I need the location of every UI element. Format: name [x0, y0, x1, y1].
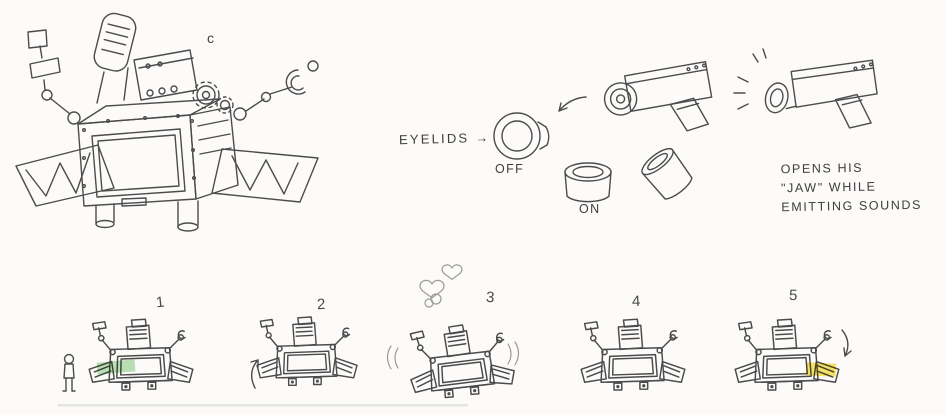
on-label: ON	[579, 202, 601, 216]
frame-number-4: 4	[631, 292, 641, 311]
eyelid-ring-on-upright	[564, 162, 612, 203]
frame-number-2: 2	[316, 295, 326, 314]
base-right-wing	[211, 148, 319, 203]
green-highlight	[96, 359, 136, 375]
frame-number-5: 5	[788, 286, 798, 305]
jaw-note: OPENS HIS "JAW" WHILE EMITTING SOUNDS	[781, 158, 923, 217]
camera-body	[623, 60, 713, 113]
jaw-note-line-3: EMITTING SOUNDS	[781, 197, 923, 215]
down-arrow	[841, 329, 852, 357]
heart-doodles	[419, 264, 463, 308]
storyboard-frame-2	[250, 316, 358, 389]
rivets	[81, 113, 196, 188]
jaw-camera-sketch	[733, 48, 878, 129]
sound-emission-lines	[733, 48, 767, 110]
eyelids-detail-sketch	[493, 96, 693, 203]
eyelids-label: EYELIDS →	[398, 129, 491, 148]
curved-arrow	[558, 96, 587, 112]
jaw-note-line-2: "JAW" WHILE	[780, 179, 877, 196]
main-robot-sketch	[15, 12, 319, 232]
amp-box	[133, 49, 198, 101]
scan-artifact-line	[58, 404, 468, 407]
yellow-highlight	[805, 362, 837, 377]
microphone-head	[93, 12, 137, 104]
gear-pair	[192, 81, 234, 114]
tiny-person	[62, 353, 76, 392]
left-arm-hammer	[27, 29, 81, 125]
storyboard-frame-3	[386, 264, 520, 402]
camera-bracket	[669, 97, 710, 132]
part-label-c: c	[207, 30, 214, 46]
storyboard-frame-4	[580, 318, 686, 391]
storyboard-frame-5	[734, 318, 852, 391]
off-label: OFF	[495, 162, 525, 176]
jaw-note-line-1: OPENS HIS	[780, 160, 864, 177]
up-arrow	[250, 359, 259, 389]
eyelid-ring-off	[493, 112, 550, 160]
open-jaw-lens	[764, 82, 789, 114]
wobble-motion-lines	[386, 341, 520, 370]
robot-screen	[91, 128, 186, 198]
eyelid-ring-tilted	[641, 147, 693, 200]
jaw-camera-body	[790, 59, 878, 108]
base-left-wing	[15, 144, 115, 207]
camera-head-sketch	[603, 60, 713, 132]
frame-number-1: 1	[155, 293, 166, 312]
right-arm-wrench	[233, 60, 319, 121]
frame-number-3: 3	[485, 288, 495, 307]
feet-cylinders	[95, 200, 199, 232]
storyboard-row	[62, 264, 852, 402]
jaw-camera-bracket	[834, 93, 872, 129]
storyboard-frame-1	[62, 318, 194, 392]
